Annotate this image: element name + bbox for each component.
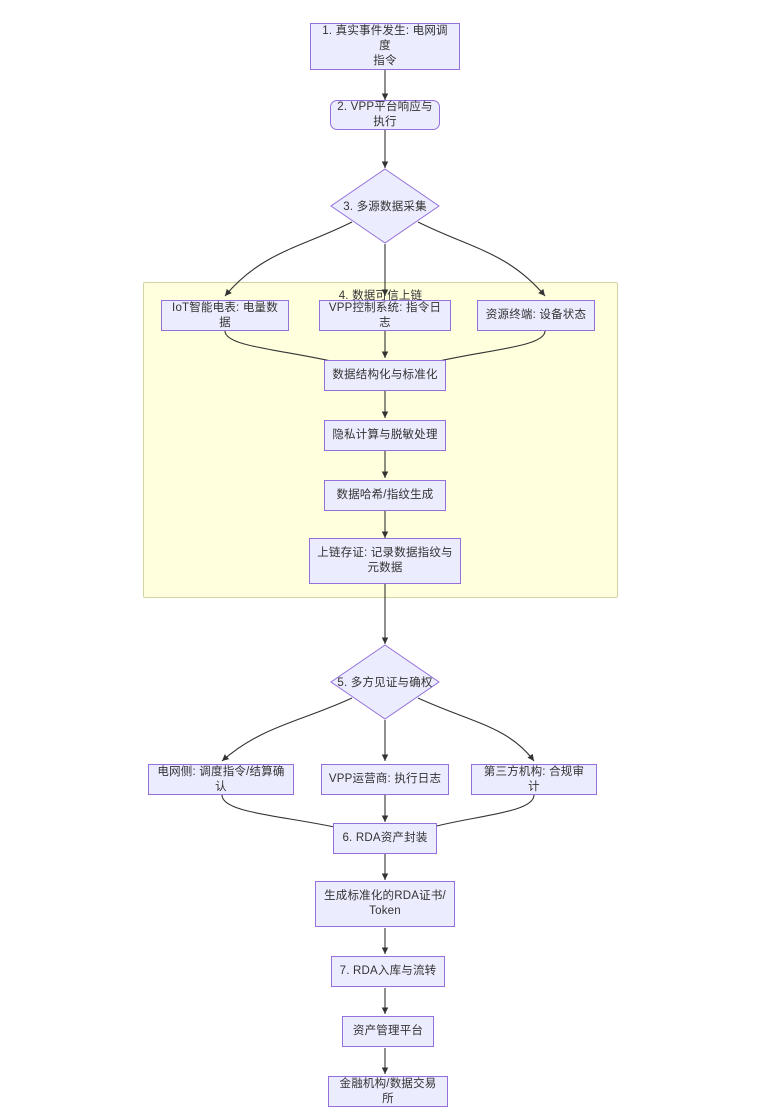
node-data-hash-fingerprint[interactable]: 数据哈希/指纹生成 (324, 480, 446, 511)
node-multi-source-data-collection[interactable]: 3. 多源数据采集 (330, 168, 440, 244)
node-grid-side-dispatch-settlement[interactable]: 电网侧: 调度指令/结算确认 (148, 764, 294, 795)
node-third-party-compliance-audit[interactable]: 第三方机构: 合规审计 (471, 764, 597, 795)
node-vpp-platform-response[interactable]: 2. VPP平台响应与执行 (330, 100, 440, 130)
node-privacy-computing-desensitization[interactable]: 隐私计算与脱敏处理 (324, 420, 446, 451)
edge-n5a-n6 (221, 794, 349, 832)
node-vpp-control-system[interactable]: VPP控制系统: 指令日志 (319, 300, 451, 331)
node-rda-asset-packaging[interactable]: 6. RDA资产封装 (333, 823, 437, 854)
node-real-event-grid-dispatch[interactable]: 1. 真实事件发生: 电网调度 指令 (310, 23, 460, 70)
diamond-shape (330, 168, 440, 244)
node-label: 3. 多源数据采集 (343, 201, 427, 213)
node-rda-storage-circulation[interactable]: 7. RDA入库与流转 (331, 956, 445, 987)
node-iot-smart-meter[interactable]: IoT智能电表: 电量数据 (161, 300, 289, 331)
node-label: 5. 多方见证与确权 (337, 677, 433, 689)
edge-n5c-n6 (421, 794, 535, 832)
subgraph-title: 4. 数据可信上链 (338, 290, 423, 302)
node-data-structuring-standardization[interactable]: 数据结构化与标准化 (324, 360, 446, 391)
node-onchain-evidence-storage[interactable]: 上链存证: 记录数据指纹与 元数据 (309, 538, 461, 584)
node-vpp-operator-execution-log[interactable]: VPP运营商: 执行日志 (321, 764, 449, 795)
node-financial-institution-data-exchange[interactable]: 金融机构/数据交易所 (328, 1076, 448, 1107)
diamond-shape (330, 644, 440, 720)
node-asset-management-platform[interactable]: 资产管理平台 (342, 1016, 434, 1047)
node-multiparty-witness-confirmation[interactable]: 5. 多方见证与确权 (330, 644, 440, 720)
node-generate-rda-certificate-token[interactable]: 生成标准化的RDA证书/ Token (315, 881, 455, 927)
node-resource-terminal[interactable]: 资源终端: 设备状态 (477, 300, 595, 331)
